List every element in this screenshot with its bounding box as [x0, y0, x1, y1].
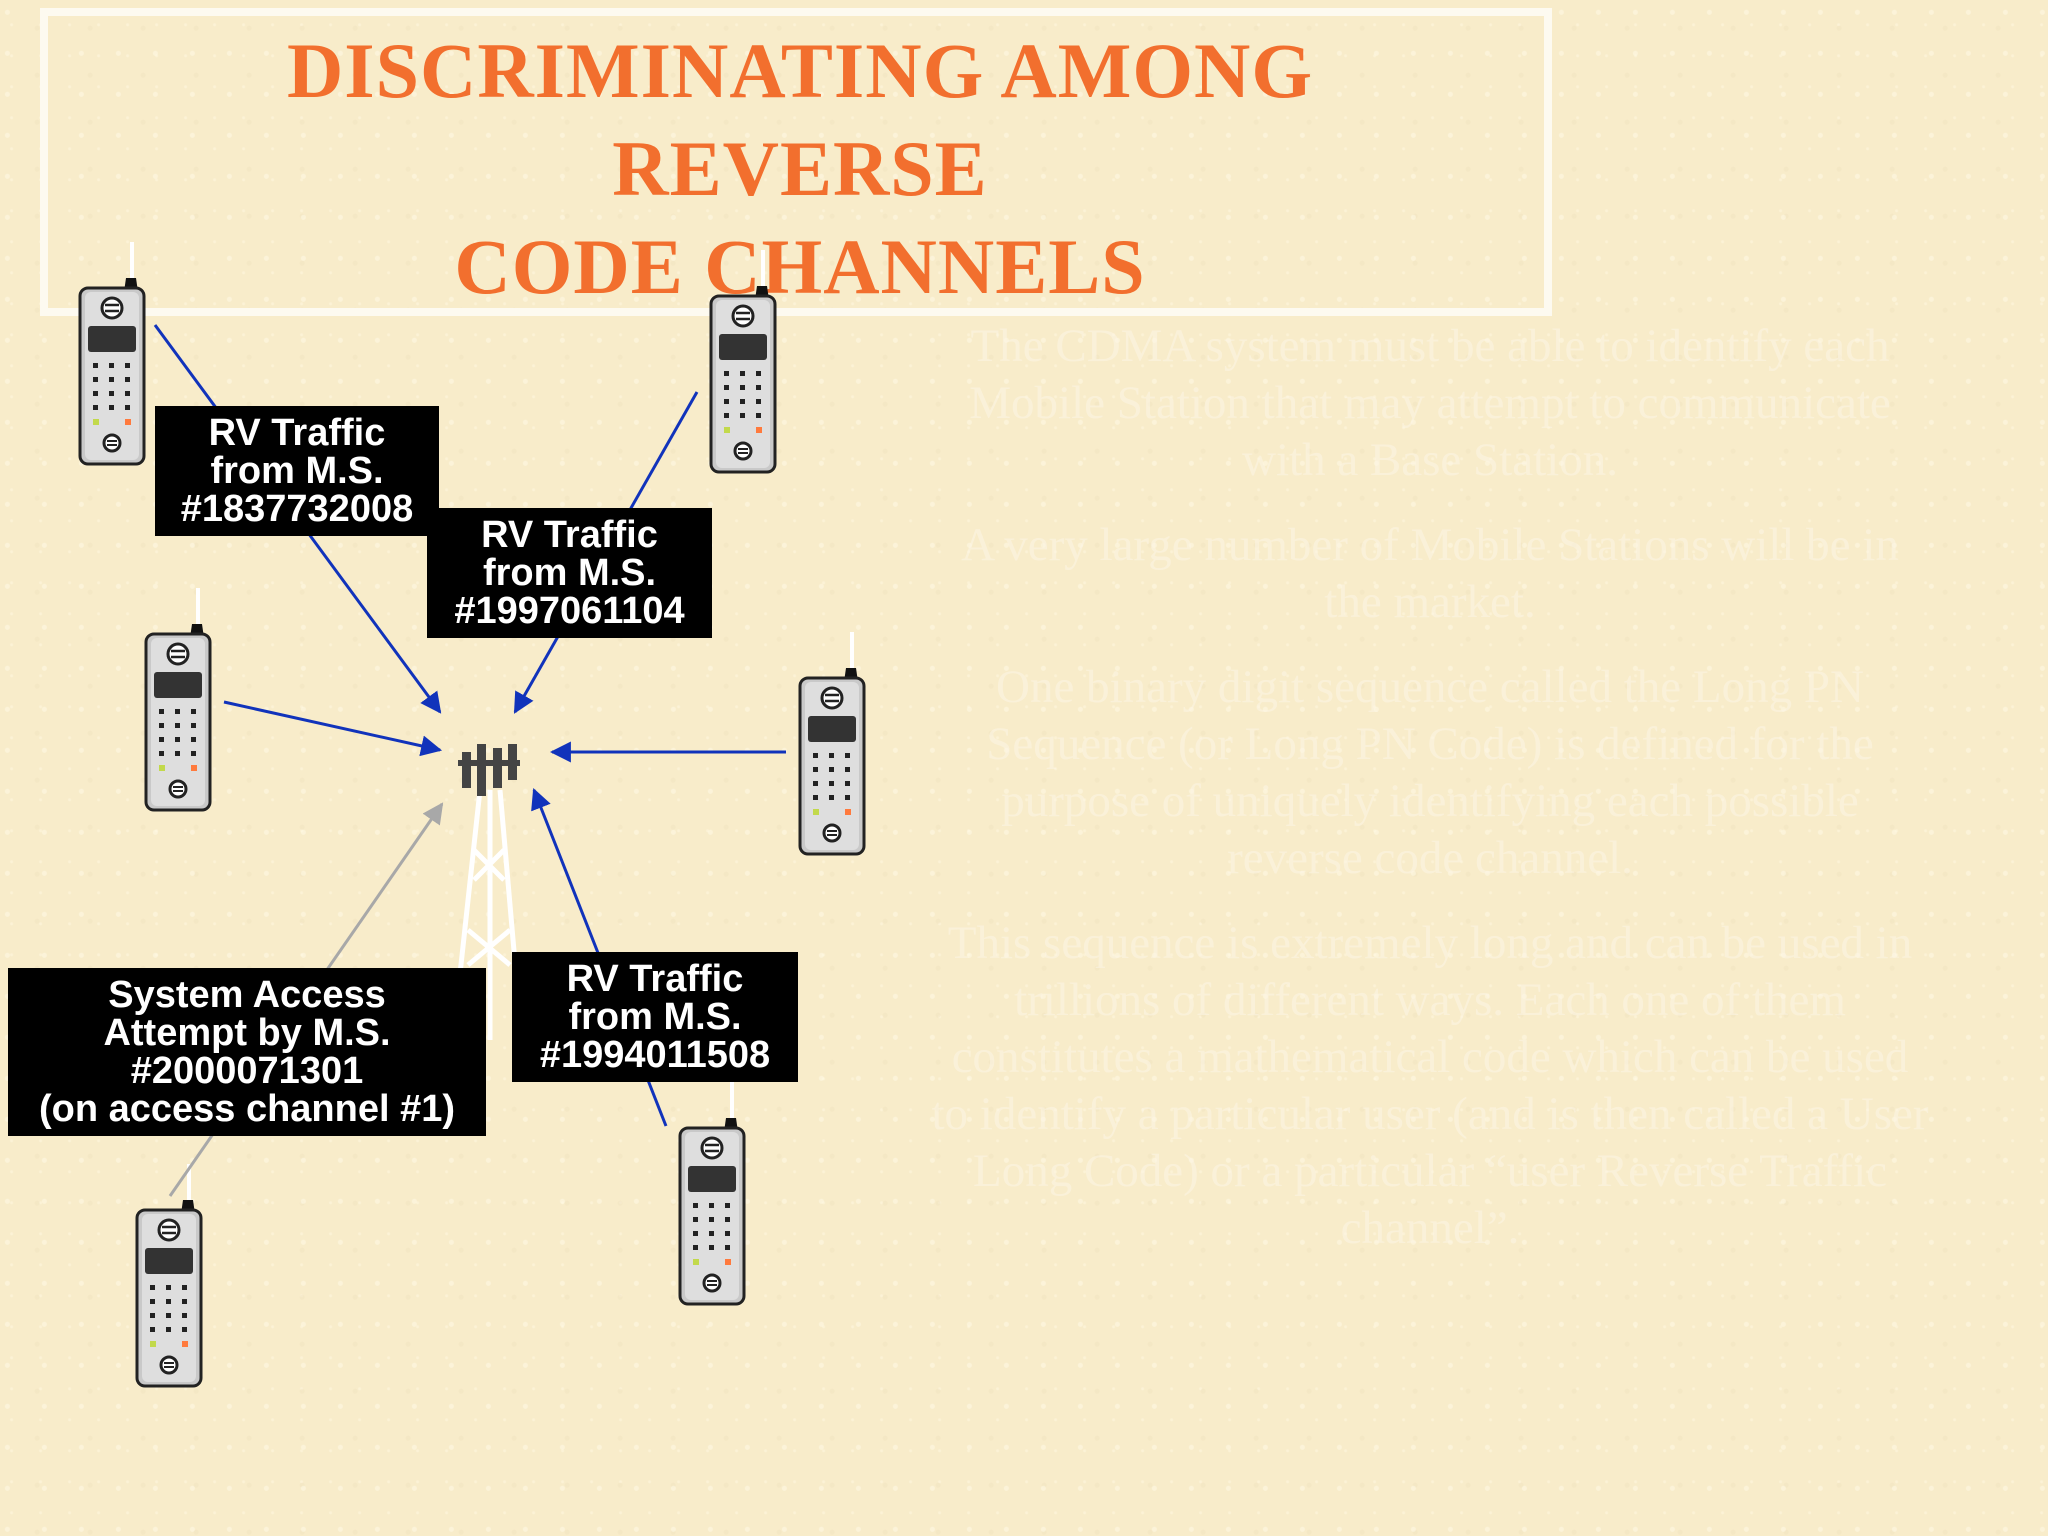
explanation-text: The CDMA system must be able to identify… — [930, 318, 1930, 1285]
note-paragraph: This sequence is extremely long and can … — [931, 917, 1929, 1254]
title-frame — [40, 8, 1552, 316]
title-line-2: REVERSE — [612, 125, 988, 212]
note-paragraph: The CDMA system must be able to identify… — [969, 320, 1891, 486]
mobile-phone-icon — [798, 630, 866, 856]
mobile-phone-icon — [709, 248, 777, 474]
mobile-phone-icon — [678, 1080, 746, 1306]
label-ms-1994011508: RV Traffic from M.S. #1994011508 — [512, 952, 798, 1082]
mobile-phone-icon — [144, 586, 212, 812]
note-paragraph: A very large number of Mobile Stations w… — [961, 519, 1899, 628]
label-ms-1837732008: RV Traffic from M.S. #1837732008 — [155, 406, 439, 536]
label-access-attempt: System Access Attempt by M.S. #200007130… — [8, 968, 486, 1136]
note-paragraph: One binary digit sequence called the Lon… — [986, 661, 1874, 884]
page-title: DISCRIMINATING AMONG REVERSE CODE CHANNE… — [40, 22, 1560, 316]
title-line-1: DISCRIMINATING AMONG — [286, 27, 1314, 114]
mobile-phone-icon — [135, 1162, 203, 1388]
mobile-phone-icon — [78, 240, 146, 466]
title-line-3: CODE CHANNELS — [454, 223, 1146, 310]
label-ms-1997061104: RV Traffic from M.S. #1997061104 — [427, 508, 712, 638]
